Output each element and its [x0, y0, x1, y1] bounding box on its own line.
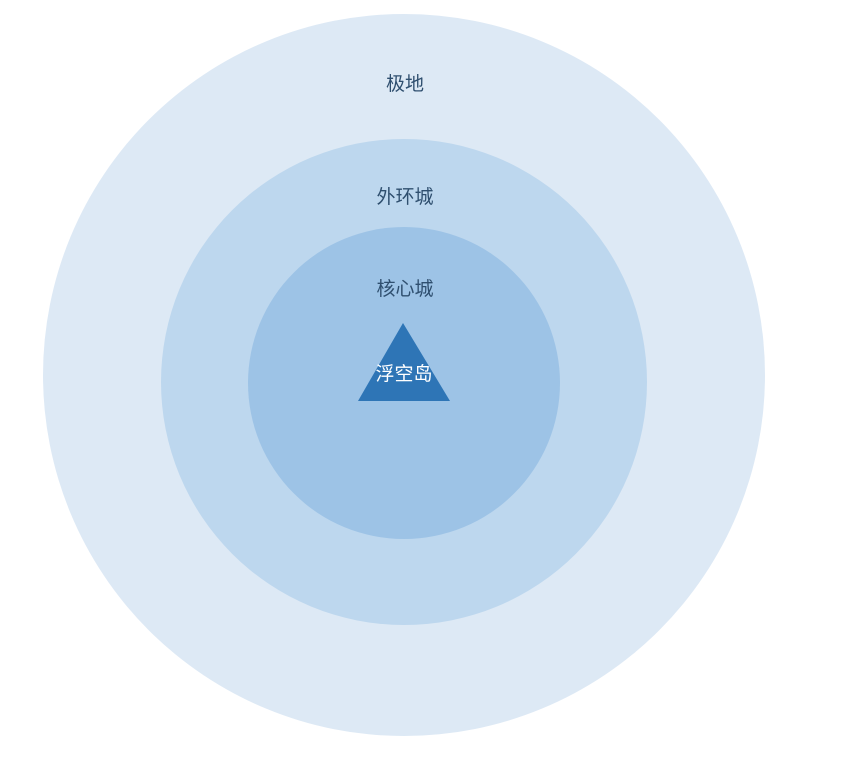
center-triangle [358, 323, 450, 401]
center-label: 浮空岛 [375, 363, 432, 385]
middle-ring-label: 外环城 [376, 186, 433, 208]
outer-ring-label: 极地 [386, 73, 424, 95]
inner-ring-label: 核心城 [376, 278, 433, 300]
